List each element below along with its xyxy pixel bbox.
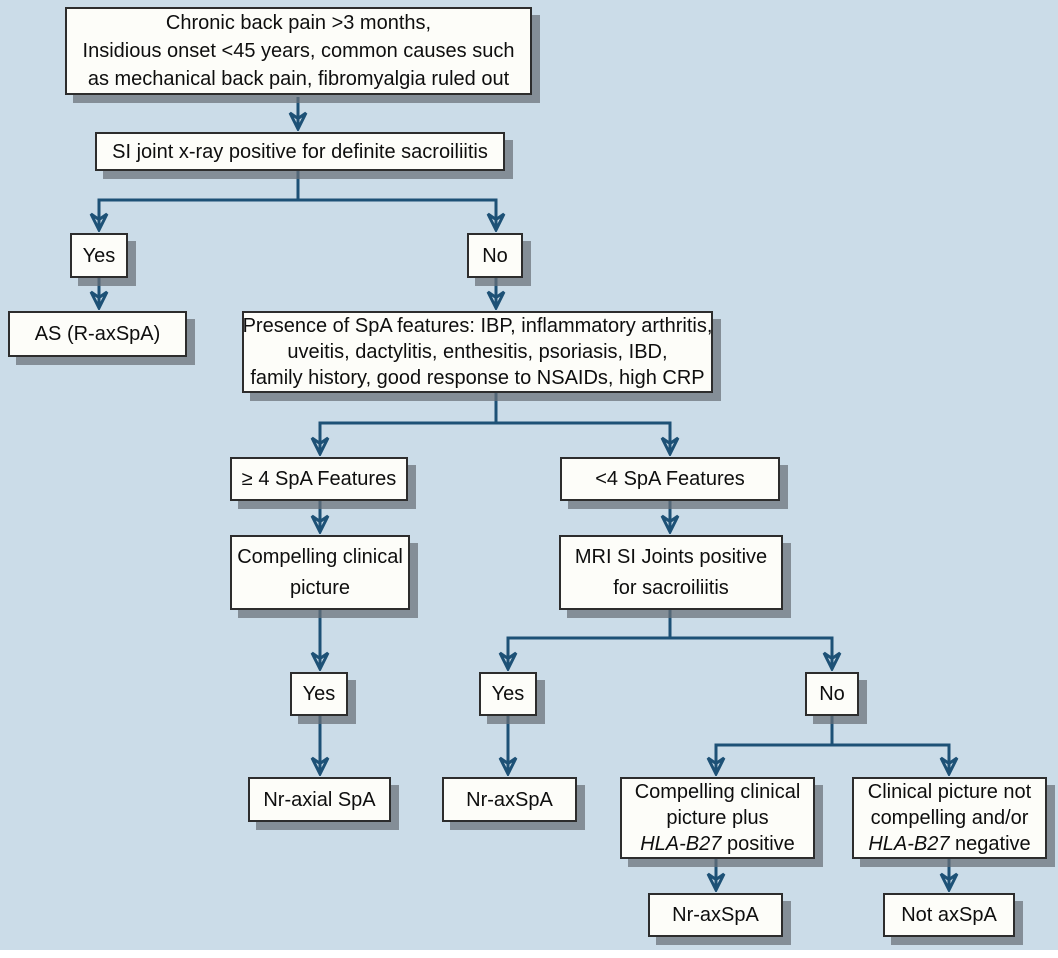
node-yes-compelling: Yes (290, 672, 348, 716)
node-text-line: AS (R-axSpA) (34, 323, 161, 345)
node-text-line: Not axSpA (901, 904, 997, 926)
node-text-line: MRI SI Joints positive (574, 545, 768, 568)
node-text-line: as mechanical back pain, fibromyalgia ru… (87, 68, 510, 90)
node-hla-b27-positive: Compelling clinical picture plus HLA-B27… (620, 777, 815, 859)
node-text-fragment: positive (721, 833, 795, 855)
node-ge4-spa-features: ≥ 4 SpA Features (230, 457, 408, 501)
node-text-line: uveitis, dactylitis, enthesitis, psorias… (287, 341, 668, 363)
node-no-mri: No (805, 672, 859, 716)
node-text-line: Yes (302, 683, 336, 705)
node-nr-axspa-mri-yes: Nr-axSpA (442, 777, 577, 822)
node-text-line: Nr-axial SpA (263, 788, 376, 811)
node-text-line: Yes (491, 683, 525, 705)
node-text-line: family history, good response to NSAIDs,… (250, 367, 705, 389)
node-text-line: Presence of SpA features: IBP, inflammat… (242, 315, 713, 337)
node-text-line: Nr-axSpA (466, 788, 553, 811)
node-text-line: picture plus (666, 807, 769, 829)
node-text-line: HLA-B27 negative (868, 831, 1030, 857)
node-text-line: compelling and/or (870, 807, 1029, 829)
node-yes-xray: Yes (70, 233, 128, 278)
connector-presence-split-right (496, 421, 670, 453)
connector-xray-split-right (298, 198, 496, 229)
node-text-line: for sacroiliitis (613, 576, 729, 599)
node-nr-axspa-hla: Nr-axSpA (648, 893, 783, 937)
connector-mri-split-right (670, 636, 832, 668)
node-text-line: Clinical picture not (867, 781, 1032, 803)
node-spa-features: Presence of SpA features: IBP, inflammat… (242, 311, 713, 393)
node-chronic-back-pain: Chronic back pain >3 months, Insidious o… (65, 7, 532, 95)
node-text-fragment: negative (949, 833, 1031, 855)
node-not-axspa: Not axSpA (883, 893, 1015, 937)
node-lt4-spa-features: <4 SpA Features (560, 457, 780, 501)
node-mri-si-joints: MRI SI Joints positive for sacroiliitis (559, 535, 783, 610)
node-compelling-clinical-picture: Compelling clinical picture (230, 535, 410, 610)
node-text-line: ≥ 4 SpA Features (241, 468, 397, 490)
node-no-xray: No (467, 233, 523, 278)
node-text-line: Insidious onset <45 years, common causes… (82, 40, 515, 62)
node-text-line: Compelling clinical (237, 545, 403, 568)
hla-b27-gene-italic: HLA-B27 (640, 833, 722, 855)
node-nr-axial-spa: Nr-axial SpA (248, 777, 391, 822)
connector-no2-split-left (716, 716, 834, 773)
connector-presence-split-left (320, 393, 498, 453)
node-text-line: Compelling clinical (634, 781, 801, 803)
node-text-line: picture (289, 576, 351, 599)
node-text-line: HLA-B27 positive (640, 831, 795, 857)
node-hla-b27-negative: Clinical picture not compelling and/or H… (852, 777, 1047, 859)
connector-xray-split-left (99, 171, 300, 229)
node-si-joint-xray: SI joint x-ray positive for definite sac… (95, 132, 505, 171)
node-text-line: No (482, 244, 508, 267)
node-as-r-axspa: AS (R-axSpA) (8, 311, 187, 357)
node-text-line: <4 SpA Features (595, 468, 745, 490)
connector-mri-split-left (508, 610, 672, 668)
node-yes-mri: Yes (479, 672, 537, 716)
node-text-line: Yes (82, 244, 116, 267)
node-text-line: Chronic back pain >3 months, (165, 12, 432, 34)
hla-b27-gene-italic: HLA-B27 (868, 833, 950, 855)
connector-no2-split-right (832, 743, 949, 773)
node-text-line: No (819, 683, 845, 705)
node-text-line: Nr-axSpA (672, 904, 759, 926)
node-text-line: SI joint x-ray positive for definite sac… (112, 140, 488, 163)
